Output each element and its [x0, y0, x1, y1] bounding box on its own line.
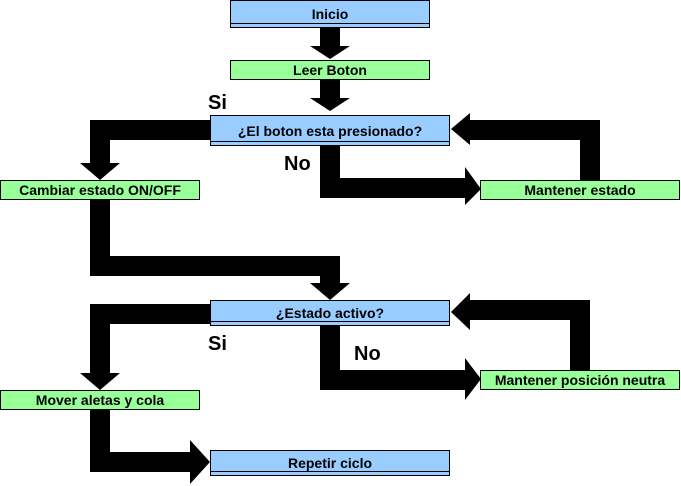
arrow-no-to-mantener [320, 146, 481, 205]
arrow-inicio-to-leer [310, 28, 350, 59]
node-inicio: Inicio [230, 0, 430, 28]
node-mantener-posicion: Mantener posición neutra [480, 370, 680, 390]
arrow-si-to-mover [80, 304, 210, 390]
arrow-leer-to-question [310, 80, 350, 111]
node-cambiar-estado: Cambiar estado ON/OFF [0, 180, 200, 200]
arrow-posicion-loop [451, 293, 590, 370]
label-si-presionado: Si [208, 92, 227, 114]
arrow-cambiar-to-activo [90, 200, 350, 300]
node-estado-activo: ¿Estado activo? [210, 300, 450, 326]
node-mover-aletas: Mover aletas y cola [0, 390, 200, 410]
node-leer-boton: Leer Boton [230, 60, 430, 80]
arrow-no-to-posicion [320, 326, 481, 400]
arrow-si-to-cambiar [80, 120, 210, 180]
arrow-mover-to-repetir [90, 410, 210, 484]
label-no-presionado: No [284, 153, 311, 175]
node-boton-presionado: ¿El boton esta presionado? [210, 115, 450, 146]
label-no-activo: No [354, 343, 381, 365]
arrow-mantener-loop [451, 113, 600, 180]
node-mantener-estado: Mantener estado [480, 180, 680, 200]
label-si-activo: Si [208, 333, 227, 355]
node-repetir-ciclo: Repetir ciclo [210, 450, 450, 476]
